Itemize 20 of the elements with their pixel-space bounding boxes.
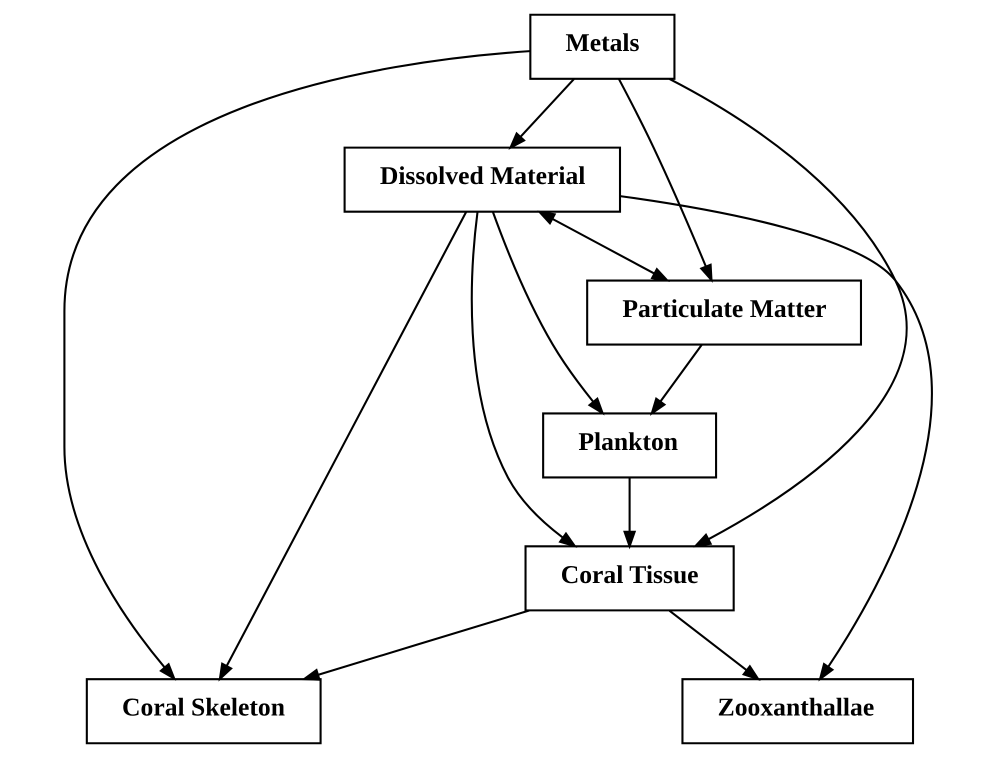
arrow [650, 344, 703, 416]
node-box: Zooxanthallae [681, 678, 914, 744]
arrow [508, 78, 575, 150]
arrow [492, 212, 605, 416]
node-box: Coral Skeleton [86, 678, 322, 744]
node-box: Coral Tissue [524, 545, 735, 612]
arrow [301, 610, 530, 681]
node-box: Dissolved Material [344, 146, 622, 213]
arrow [63, 50, 530, 681]
node-box: Plankton [542, 412, 718, 479]
arrow [668, 610, 761, 682]
arrow [668, 78, 908, 548]
arrow [536, 210, 670, 282]
arrow [218, 211, 468, 682]
node-box: Particulate Matter [586, 279, 862, 346]
arrow [470, 212, 578, 548]
node-box: Metals [529, 14, 676, 80]
arrow [618, 78, 713, 283]
arrow [620, 195, 932, 682]
arrow [623, 478, 636, 550]
